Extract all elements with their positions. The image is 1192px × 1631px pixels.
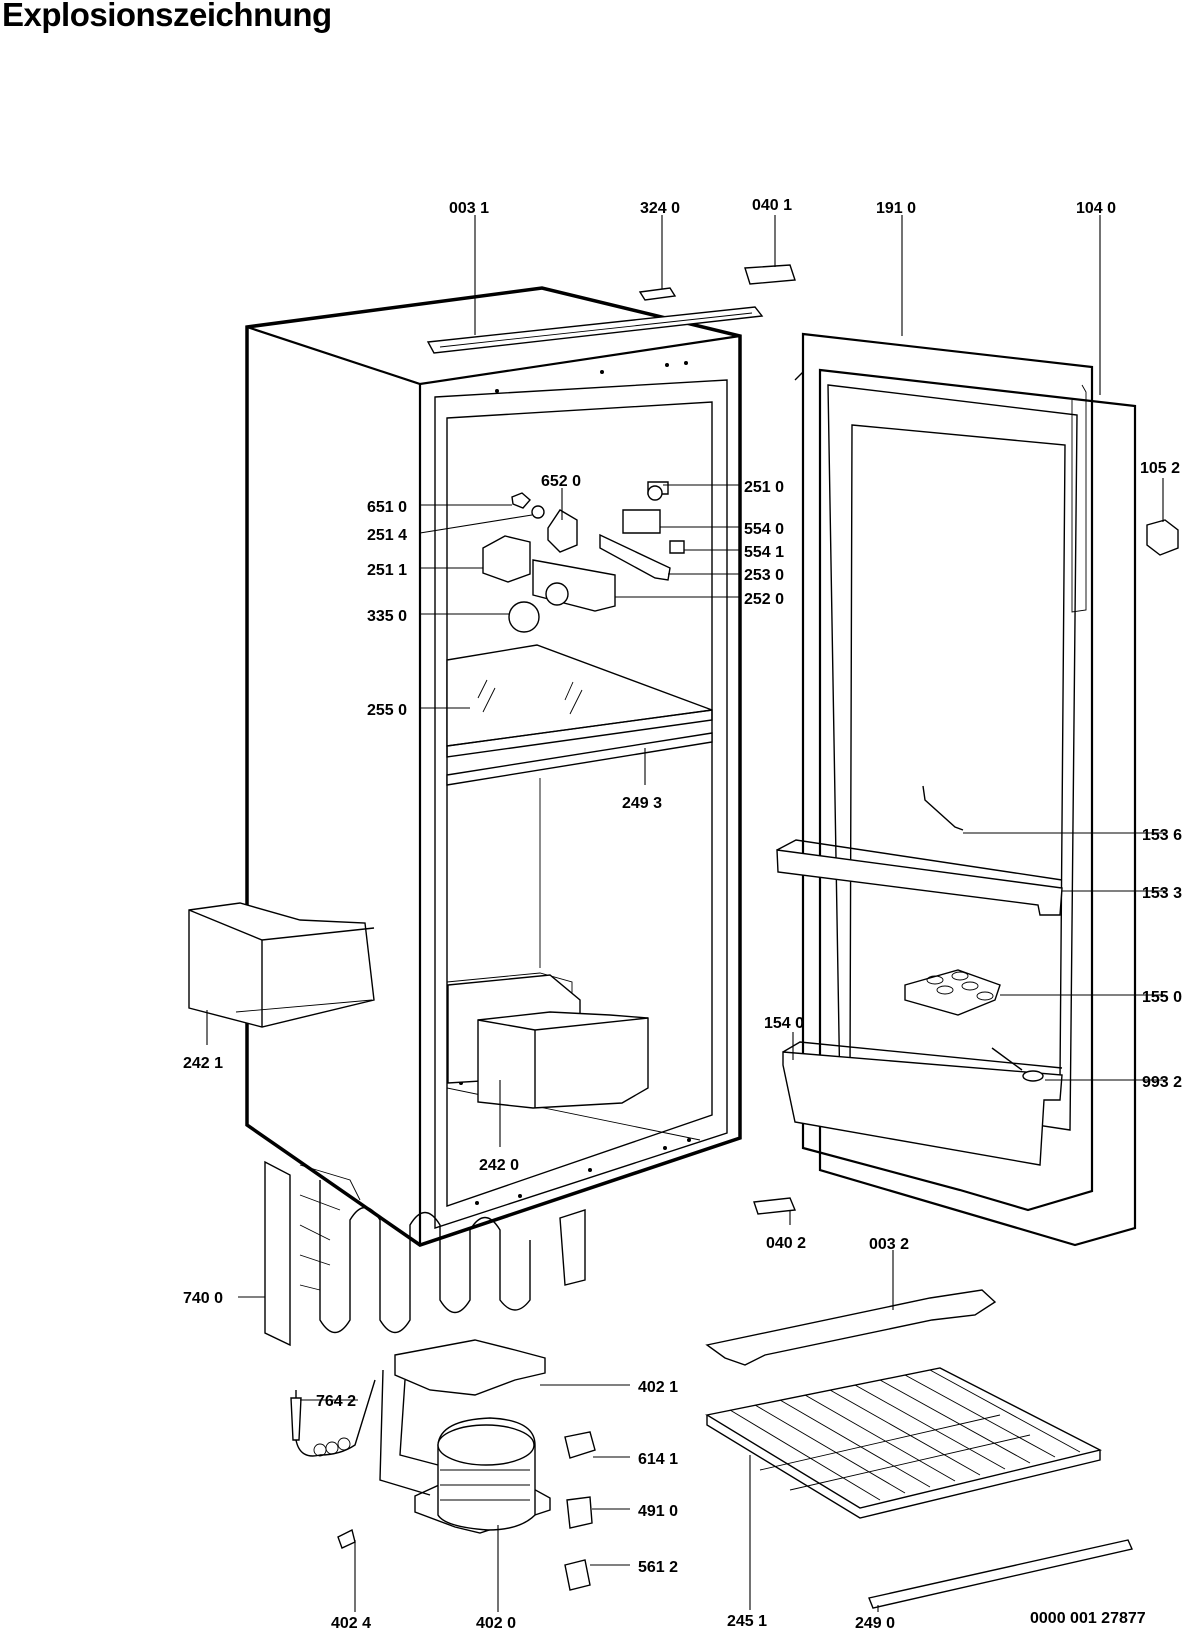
label-561-2: 561 2 — [638, 1559, 678, 1576]
label-105-2: 105 2 — [1140, 460, 1180, 477]
condenser — [264, 1160, 586, 1347]
label-242-1: 242 1 — [183, 1055, 223, 1072]
label-652-0: 652 0 — [541, 473, 581, 490]
leader-lines — [206, 215, 1165, 1612]
label-155-0: 155 0 — [1142, 989, 1182, 1006]
label-003-1: 003 1 — [449, 200, 489, 217]
label-764-2: 764 2 — [316, 1393, 356, 1410]
part-labels: 003 1 324 0 040 1 191 0 104 0 105 2 652 … — [183, 197, 1182, 1631]
label-251-4: 251 4 — [367, 527, 407, 544]
label-740-0: 740 0 — [183, 1290, 223, 1307]
label-245-1: 245 1 — [727, 1613, 767, 1630]
label-402-1: 402 1 — [638, 1379, 678, 1396]
label-402-0: 402 0 — [476, 1615, 516, 1631]
drawer-left — [188, 902, 375, 1028]
label-252-0: 252 0 — [744, 591, 784, 608]
label-153-6: 153 6 — [1142, 827, 1182, 844]
top-parts — [638, 264, 797, 1215]
label-253-0: 253 0 — [744, 567, 784, 584]
label-040-2: 040 2 — [766, 1235, 806, 1252]
label-402-4: 402 4 — [331, 1615, 371, 1631]
control-unit — [482, 481, 685, 633]
label-242-0: 242 0 — [479, 1157, 519, 1174]
crisper-drawer — [447, 974, 649, 1109]
label-040-1: 040 1 — [752, 197, 792, 214]
document-number: 0000 001 27877 — [1030, 1610, 1146, 1627]
label-491-0: 491 0 — [638, 1503, 678, 1520]
label-993-2: 993 2 — [1142, 1074, 1182, 1091]
label-251-0: 251 0 — [744, 479, 784, 496]
cabinet-body — [245, 286, 764, 1247]
door-assembly — [776, 332, 1179, 1247]
label-614-1: 614 1 — [638, 1451, 678, 1468]
label-554-0: 554 0 — [744, 521, 784, 538]
label-104-0: 104 0 — [1076, 200, 1116, 217]
label-154-0: 154 0 — [764, 1015, 804, 1032]
label-249-0: 249 0 — [855, 1615, 895, 1631]
label-191-0: 191 0 — [876, 200, 916, 217]
label-251-1: 251 1 — [367, 562, 407, 579]
label-324-0: 324 0 — [640, 200, 680, 217]
label-554-1: 554 1 — [744, 544, 784, 561]
label-651-0: 651 0 — [367, 499, 407, 516]
page-title: Explosionszeichnung — [2, 0, 332, 33]
label-255-0: 255 0 — [367, 702, 407, 719]
compressor-assembly — [290, 1339, 596, 1591]
label-003-2: 003 2 — [869, 1236, 909, 1253]
label-335-0: 335 0 — [367, 608, 407, 625]
label-249-3: 249 3 — [622, 795, 662, 812]
base-parts — [705, 1289, 1133, 1609]
label-153-3: 153 3 — [1142, 885, 1182, 902]
